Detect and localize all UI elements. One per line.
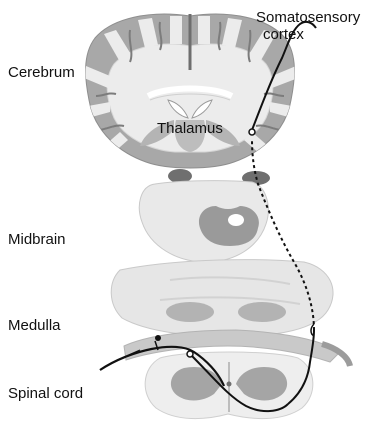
midbrain-section bbox=[139, 181, 268, 262]
somatosensory-cortex-label: Somatosensory cortex bbox=[256, 9, 360, 43]
midbrain-label: Midbrain bbox=[8, 231, 66, 248]
thalamus-synapse-marker bbox=[249, 129, 255, 135]
spinal-cord-label: Spinal cord bbox=[8, 385, 83, 402]
somatosensory-label-line2: cortex bbox=[256, 26, 360, 43]
spinal-cord-section bbox=[145, 352, 313, 419]
dorsal-root-ganglion-marker bbox=[155, 335, 161, 341]
cerebrum-label: Cerebrum bbox=[8, 64, 75, 81]
somatosensory-label-line1: Somatosensory bbox=[256, 9, 360, 26]
medulla-label: Medulla bbox=[8, 317, 61, 334]
spinal-synapse-marker bbox=[187, 351, 193, 357]
thalamus-label: Thalamus bbox=[157, 120, 223, 137]
